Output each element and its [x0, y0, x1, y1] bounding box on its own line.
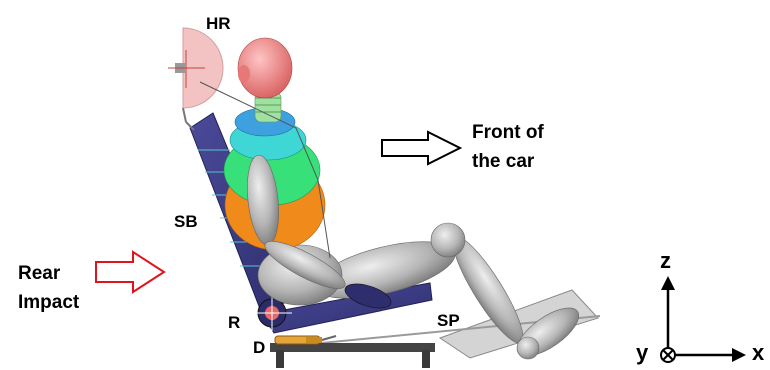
axis-label-x: x — [752, 342, 764, 364]
head — [238, 38, 292, 98]
label-front-line1: Front of — [472, 123, 544, 142]
rear-impact-arrow — [96, 252, 164, 292]
label-hr: HR — [206, 15, 231, 32]
axis-triad — [661, 276, 746, 362]
heel — [517, 337, 539, 359]
front-direction-arrow — [382, 132, 460, 164]
label-sb: SB — [174, 213, 198, 230]
label-front-line2: the car — [472, 152, 534, 171]
label-r: R — [228, 314, 240, 331]
axis-label-z: z — [660, 250, 671, 272]
label-rear-impact-line1: Rear — [18, 264, 60, 283]
label-d: D — [253, 339, 265, 356]
label-rear-impact-line2: Impact — [18, 293, 79, 312]
label-sp: SP — [437, 312, 460, 329]
knee — [431, 223, 465, 257]
headrest — [168, 28, 223, 130]
axis-label-y: y — [636, 342, 648, 364]
